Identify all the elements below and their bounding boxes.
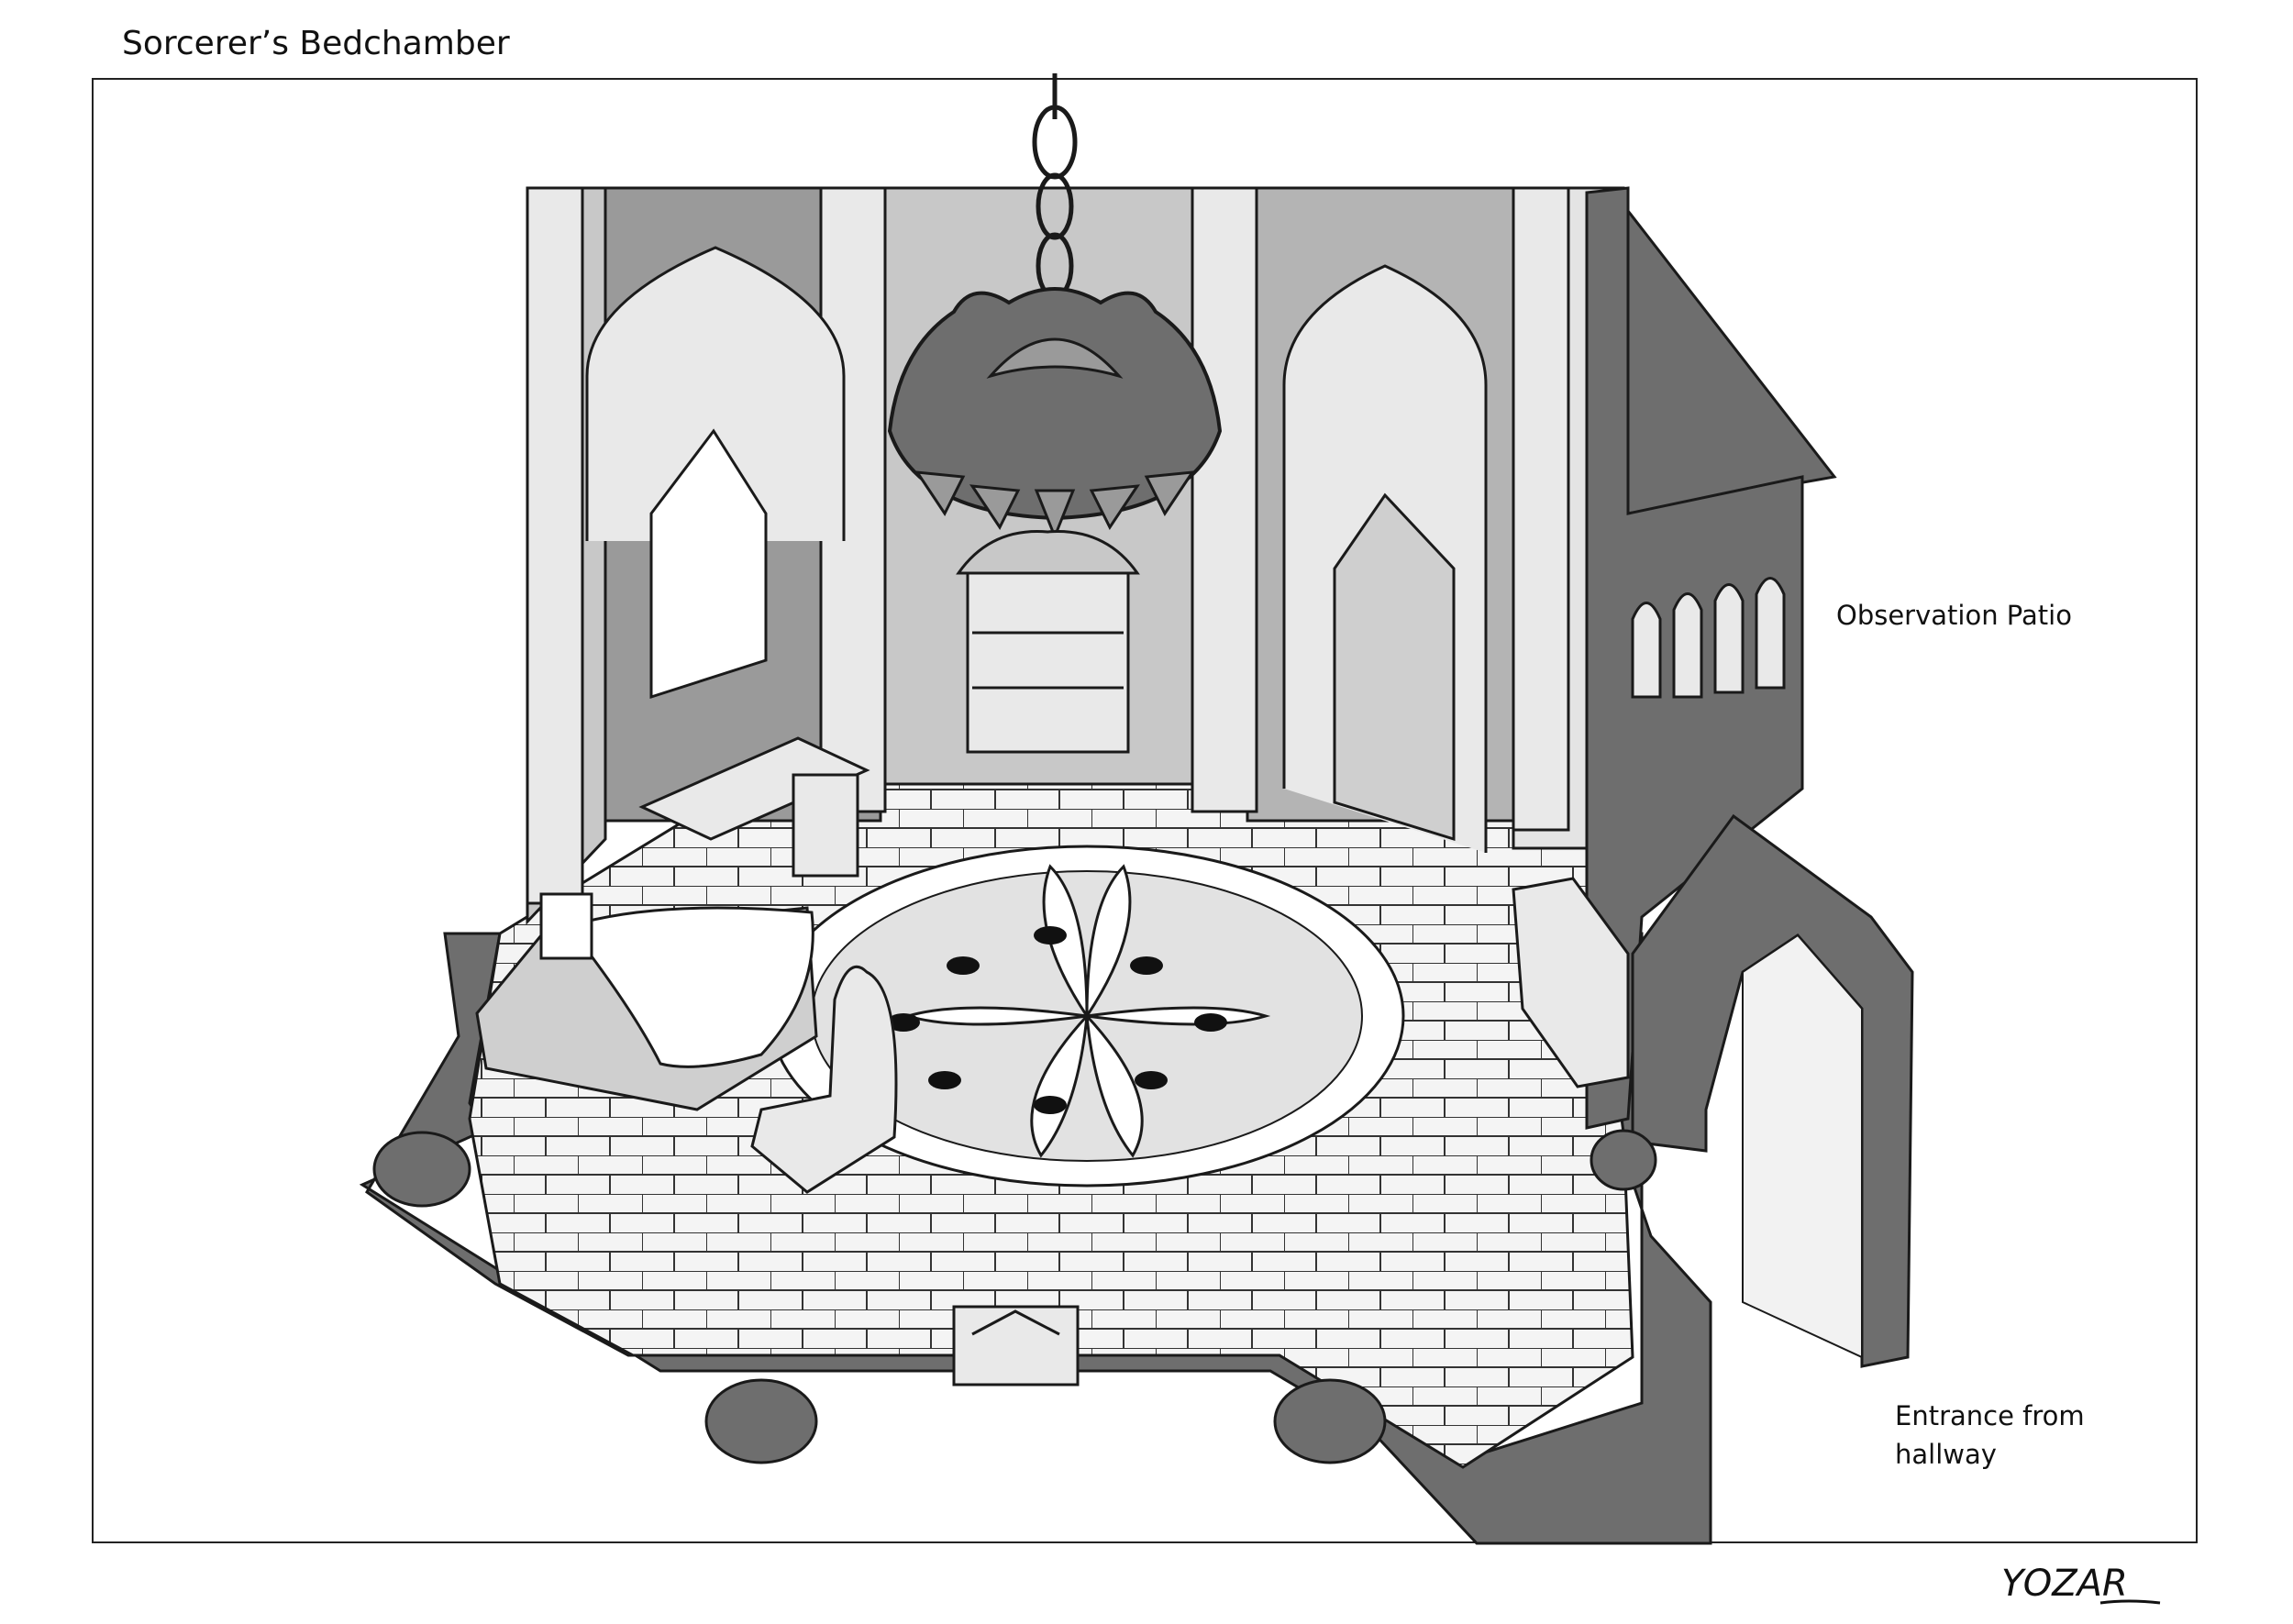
chest-lid-ornament <box>971 1309 1060 1336</box>
page-title: Sorcerer’s Bedchamber <box>122 25 510 62</box>
dresser <box>1512 877 1630 1088</box>
observation-patio-label: Observation Patio <box>1836 600 2072 631</box>
left-window <box>649 428 768 700</box>
bed-pillow <box>539 892 593 960</box>
side-table <box>638 736 870 841</box>
right-doorway <box>1333 492 1456 842</box>
wardrobe <box>966 567 1130 754</box>
signature-text: YOZAR <box>2001 1563 2128 1605</box>
high-back-armchair <box>750 965 898 1194</box>
chandelier-crown <box>986 337 1124 379</box>
rug-eye-marks <box>887 926 1227 1114</box>
pillar-bases <box>372 1129 1657 1464</box>
entrance-opening <box>1742 934 1863 1359</box>
side-chair <box>792 773 859 878</box>
drawing-frame <box>92 78 2198 1543</box>
bed-blanket <box>566 906 814 1068</box>
chandelier-spikes <box>914 470 1196 541</box>
entrance-label: Entrance from hallway <box>1895 1400 2085 1470</box>
patio-roof <box>1626 206 1837 515</box>
rug-petals <box>903 864 1271 1158</box>
entrance-arch <box>1631 813 1914 1368</box>
storage-chest <box>952 1305 1080 1386</box>
patio-arches <box>1631 577 1786 699</box>
wardrobe-crest <box>956 530 1140 575</box>
left-window-arch <box>585 246 846 541</box>
wardrobe-shelves <box>972 631 1124 690</box>
artist-signature: YOZAR <box>2001 1563 2161 1605</box>
